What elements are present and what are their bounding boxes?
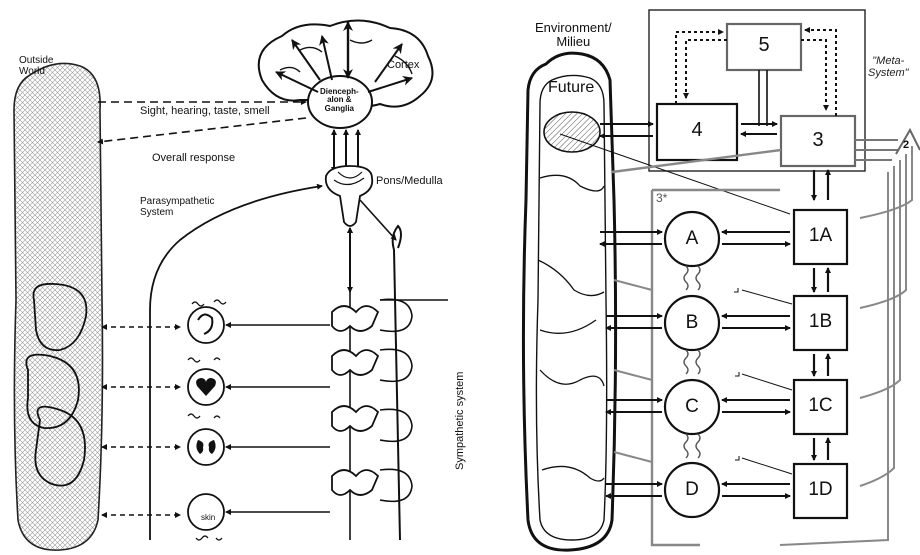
skin-label: skin: [201, 514, 215, 522]
sympathetic-label: Sympathetic system: [455, 372, 467, 470]
management-column: [794, 210, 847, 518]
organ-row-3: [102, 406, 412, 465]
environment-label: Environment/ Milieu: [535, 21, 612, 48]
pons-medulla-shape: [326, 166, 372, 226]
op-mgmt-arrows: [722, 232, 790, 496]
outside-world-label: Outside World: [19, 56, 53, 77]
mgmt-1a-label: 1A: [794, 226, 847, 246]
op-d-label: D: [665, 480, 719, 500]
organ-row-4: [102, 469, 412, 530]
mgmt-1b-label: 1B: [794, 312, 847, 332]
system-3-star-label: 3*: [656, 192, 667, 205]
parasympathetic-label: Parasympathetic System: [140, 197, 214, 218]
operations-column: [665, 212, 719, 517]
overall-response-label: Overall response: [152, 153, 235, 165]
op-a-label: A: [665, 229, 719, 249]
system-4-label: 4: [657, 120, 737, 141]
pons-medulla-label: Pons/Medulla: [376, 176, 443, 188]
op-c-label: C: [665, 397, 719, 417]
future-label: Future: [548, 80, 594, 97]
sympathetic-chain: [393, 226, 401, 540]
cortex-label: Cortex: [387, 60, 419, 72]
system-3-label: 3: [781, 130, 855, 151]
future-region: [544, 112, 600, 152]
left-nervous-system-diagram: [14, 20, 448, 550]
parasympathetic-arc: [150, 186, 322, 540]
diencephalon-label: Dienceph- alon & Ganglia: [320, 88, 359, 113]
system-2-label: 2: [903, 140, 909, 152]
organ-row-2: [102, 349, 412, 405]
outside-world-shape: [14, 63, 103, 550]
medulla-to-chain: [360, 200, 396, 240]
arrow-overall-response: [98, 118, 306, 142]
op-b-label: B: [665, 313, 719, 333]
system-5-label: 5: [727, 35, 801, 56]
mgmt-1c-label: 1C: [794, 396, 847, 416]
mgmt-1d-label: 1D: [794, 480, 847, 500]
grey-env-channels: [614, 280, 652, 462]
meta-system-label: "Meta- System": [868, 56, 909, 79]
senses-label: Sight, hearing, taste, smell: [140, 106, 270, 118]
